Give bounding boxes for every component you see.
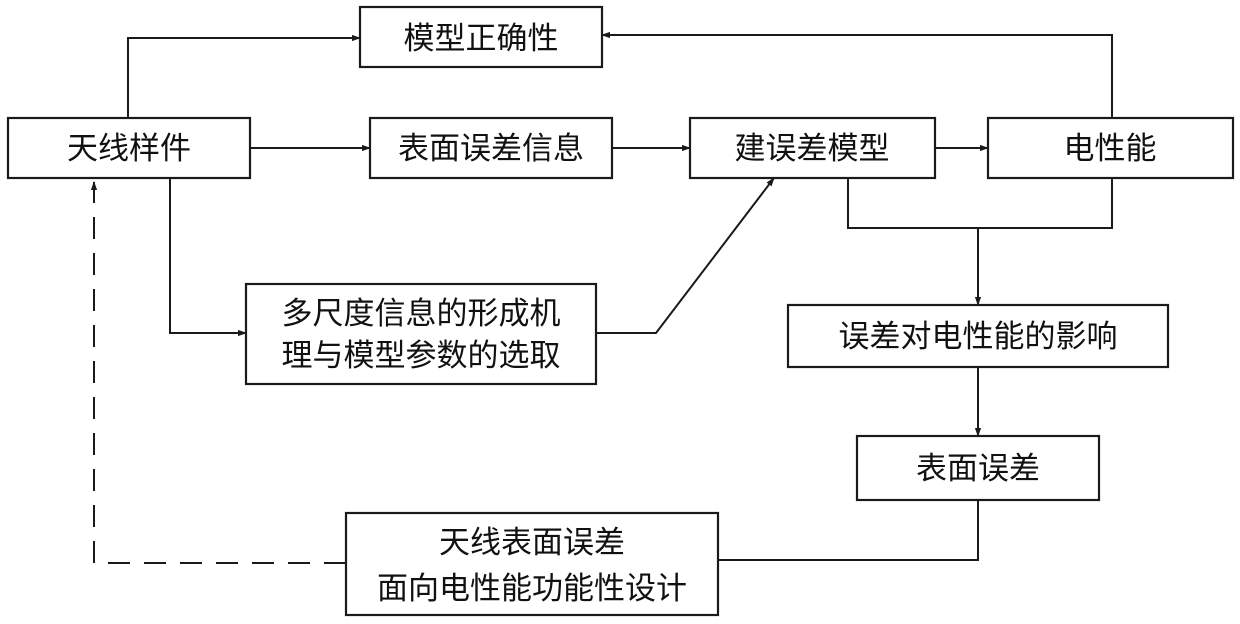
- edge-merge-model-performance: [847, 178, 1113, 229]
- edge-multiscale-to-model: [596, 177, 775, 334]
- label-design-line1: 天线表面误差: [439, 525, 625, 561]
- label-model-correctness: 模型正确性: [404, 21, 559, 57]
- edge-surface-error-to-design: [718, 500, 979, 561]
- box-electrical-performance: [986, 116, 1235, 180]
- label-error-effect: 误差对电性能的影响: [839, 319, 1118, 355]
- label-multiscale-line2: 理与模型参数的选取: [282, 338, 561, 374]
- label-electrical-performance: 电性能: [1064, 131, 1157, 167]
- edge-design-feedback-to-sample: [90, 181, 346, 564]
- box-surface-error-info: [368, 116, 614, 180]
- label-multiscale-line1: 多尺度信息的形成机: [282, 296, 561, 332]
- edge-sample-to-multiscale: [169, 178, 247, 337]
- box-model-correctness: [358, 5, 604, 69]
- label-surface-error: 表面误差: [916, 451, 1040, 487]
- edge-sample-to-correctness: [127, 34, 361, 118]
- box-antenna-sample: [6, 116, 252, 180]
- label-design-line2: 面向电性能功能性设计: [377, 571, 687, 607]
- label-build-error-model: 建误差模型: [735, 131, 890, 167]
- box-functional-design: [344, 511, 720, 617]
- box-multiscale-selection: [244, 282, 598, 386]
- edge-performance-to-correctness: [601, 31, 1113, 118]
- label-surface-error-info: 表面误差信息: [398, 131, 584, 167]
- box-surface-error: [855, 434, 1101, 502]
- box-error-effect: [786, 303, 1170, 369]
- box-build-error-model: [688, 116, 937, 180]
- label-antenna-sample: 天线样件: [67, 131, 191, 167]
